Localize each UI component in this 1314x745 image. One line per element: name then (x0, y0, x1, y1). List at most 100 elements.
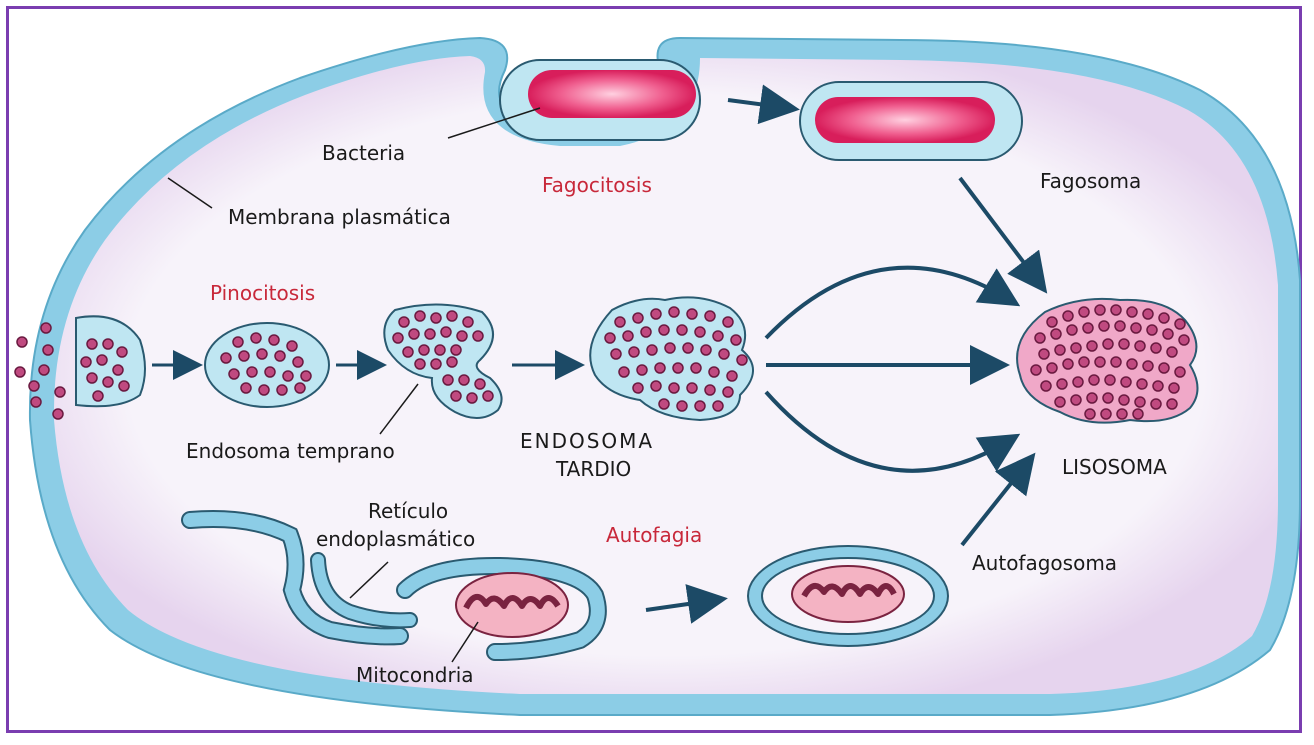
particle (398, 316, 410, 328)
particle (238, 350, 250, 362)
particle (30, 396, 42, 408)
particle (1110, 304, 1122, 316)
particle (446, 356, 458, 368)
particle (1062, 310, 1074, 322)
particle (1078, 356, 1090, 368)
particle (240, 382, 252, 394)
particle (1094, 356, 1106, 368)
particle (1130, 322, 1142, 334)
particle (220, 352, 232, 364)
particle (722, 316, 734, 328)
particle (102, 376, 114, 388)
particle (1102, 338, 1114, 350)
particle (712, 330, 724, 342)
particle (1102, 392, 1114, 404)
particle (1150, 342, 1162, 354)
particle (1120, 376, 1132, 388)
particle (1034, 332, 1046, 344)
arrow-fagosoma-to-lisosoma (958, 176, 1048, 294)
particle (650, 308, 662, 320)
particle (1046, 316, 1058, 328)
particle (14, 366, 26, 378)
label-fagocitosis: Fagocitosis (542, 173, 652, 197)
particle (676, 400, 688, 412)
particle (1142, 308, 1154, 320)
particle (52, 408, 64, 420)
particle (274, 350, 286, 362)
particle (664, 342, 676, 354)
arrow-bacteria-to-fagosoma (727, 84, 800, 125)
particle (286, 340, 298, 352)
particle (1038, 348, 1050, 360)
particle (1070, 394, 1082, 406)
particle (1062, 358, 1074, 370)
particle (294, 382, 306, 394)
particle (632, 382, 644, 394)
particle (604, 332, 616, 344)
particle (632, 312, 644, 324)
label-pinocitosis: Pinocitosis (210, 281, 315, 305)
label-endosoma-tardio-1: ENDOSOMA (520, 429, 654, 453)
particle (40, 322, 52, 334)
particle (1098, 320, 1110, 332)
particle (1054, 396, 1066, 408)
particle (704, 310, 716, 322)
particle (232, 336, 244, 348)
particle (430, 312, 442, 324)
particle (440, 326, 452, 338)
particle (112, 364, 124, 376)
particle (1126, 306, 1138, 318)
endosoma-temprano-pointer (379, 383, 419, 435)
particle (686, 308, 698, 320)
particle (650, 380, 662, 392)
particle (472, 330, 484, 342)
particle (450, 390, 462, 402)
particle (1104, 374, 1116, 386)
particle (102, 338, 114, 350)
particle (86, 338, 98, 350)
particle (1114, 320, 1126, 332)
particle (1126, 358, 1138, 370)
particle (1084, 408, 1096, 420)
particle (1174, 366, 1186, 378)
particle (730, 334, 742, 346)
particle (38, 364, 50, 376)
mitocondria-pointer (451, 621, 479, 663)
label-lisosoma: LISOSOMA (1062, 455, 1167, 479)
particle (1094, 304, 1106, 316)
particle (418, 344, 430, 356)
particle (718, 348, 730, 360)
particle (1078, 306, 1090, 318)
bacteria-engulfing (499, 59, 701, 141)
particle (1082, 322, 1094, 334)
fagosoma (799, 81, 1023, 161)
particle (1142, 360, 1154, 372)
particle (622, 330, 634, 342)
particle (414, 310, 426, 322)
particle (618, 366, 630, 378)
particle (1134, 340, 1146, 352)
particle (708, 366, 720, 378)
particle (1168, 382, 1180, 394)
particle (686, 382, 698, 394)
particle (646, 344, 658, 356)
bacteria-pointer (447, 107, 541, 139)
arrow-autofagia (645, 584, 728, 624)
particle (704, 384, 716, 396)
particle (442, 374, 454, 386)
particle (1166, 346, 1178, 358)
particle (736, 354, 748, 366)
particle (96, 354, 108, 366)
particle (640, 326, 652, 338)
label-reticulo-1: Retículo (368, 499, 448, 523)
particle (690, 362, 702, 374)
particle (1100, 408, 1112, 420)
particle (1158, 312, 1170, 324)
particle (408, 328, 420, 340)
particle (628, 346, 640, 358)
particle (1046, 362, 1058, 374)
entry-particles (80, 338, 130, 402)
particle (658, 324, 670, 336)
label-fagosoma: Fagosoma (1040, 169, 1141, 193)
